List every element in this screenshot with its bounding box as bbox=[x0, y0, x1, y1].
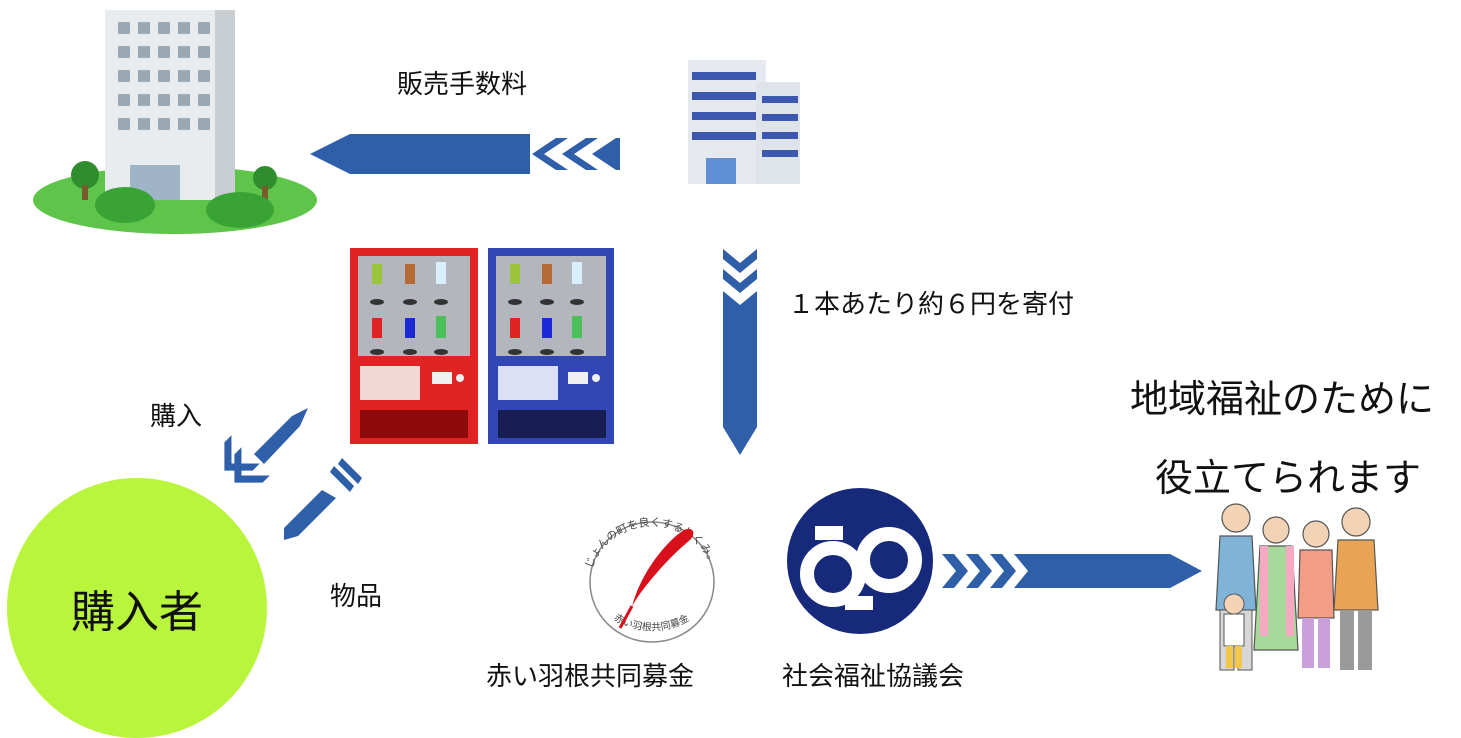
building-window bbox=[158, 22, 170, 34]
building-window bbox=[178, 70, 190, 82]
building-window bbox=[118, 46, 130, 58]
buyer-label: 購入者 bbox=[71, 587, 203, 638]
building-window bbox=[198, 94, 210, 106]
goods-label: 物品 bbox=[330, 582, 383, 612]
building-window bbox=[118, 94, 130, 106]
welfare-text-line2: 役立てられます bbox=[1155, 456, 1422, 500]
building-window bbox=[198, 118, 210, 130]
red-feather-label: 赤い羽根共同募金 bbox=[486, 662, 695, 692]
donation-label: １本あたり約６円を寄付 bbox=[788, 290, 1075, 320]
building-window bbox=[118, 118, 130, 130]
building-window bbox=[178, 118, 190, 130]
welfare-text-line1: 地域福祉のために bbox=[1130, 377, 1435, 421]
building-window bbox=[158, 46, 170, 58]
vending-machine-icon bbox=[350, 248, 618, 444]
building-window bbox=[138, 118, 150, 130]
council-logo bbox=[785, 486, 935, 636]
red-feather-logo: じょんの町を良くするしくみ。 赤い羽根共同募金 bbox=[572, 510, 732, 650]
building-window bbox=[158, 118, 170, 130]
svg-text:じょんの町を良くするしくみ。: じょんの町を良くするしくみ。 bbox=[583, 515, 721, 570]
feather-ring-text-top: じょんの町を良くするしくみ。 bbox=[583, 515, 721, 570]
building-window bbox=[198, 70, 210, 82]
building-window bbox=[158, 94, 170, 106]
office-building-icon bbox=[30, 0, 320, 235]
welfare-arrow bbox=[940, 548, 1202, 594]
building-window bbox=[178, 94, 190, 106]
building-window bbox=[118, 70, 130, 82]
building-window bbox=[158, 70, 170, 82]
company-building-icon bbox=[688, 52, 808, 184]
building-window bbox=[138, 70, 150, 82]
donation-arrow bbox=[715, 245, 765, 457]
building-window bbox=[178, 46, 190, 58]
building-window bbox=[198, 46, 210, 58]
council-label: 社会福祉協議会 bbox=[782, 662, 965, 692]
building-window bbox=[138, 46, 150, 58]
purchase-label: 購入 bbox=[150, 402, 203, 432]
building-window bbox=[118, 22, 130, 34]
building-window bbox=[138, 94, 150, 106]
purchase-arrow bbox=[218, 400, 328, 492]
building-window bbox=[138, 22, 150, 34]
family-icon bbox=[1198, 500, 1398, 680]
building-window bbox=[178, 22, 190, 34]
goods-arrow bbox=[278, 458, 378, 544]
commission-arrow bbox=[310, 130, 620, 178]
commission-label: 販売手数料 bbox=[397, 70, 528, 100]
buyer-circle: 購入者 bbox=[7, 478, 267, 738]
building-window bbox=[198, 22, 210, 34]
